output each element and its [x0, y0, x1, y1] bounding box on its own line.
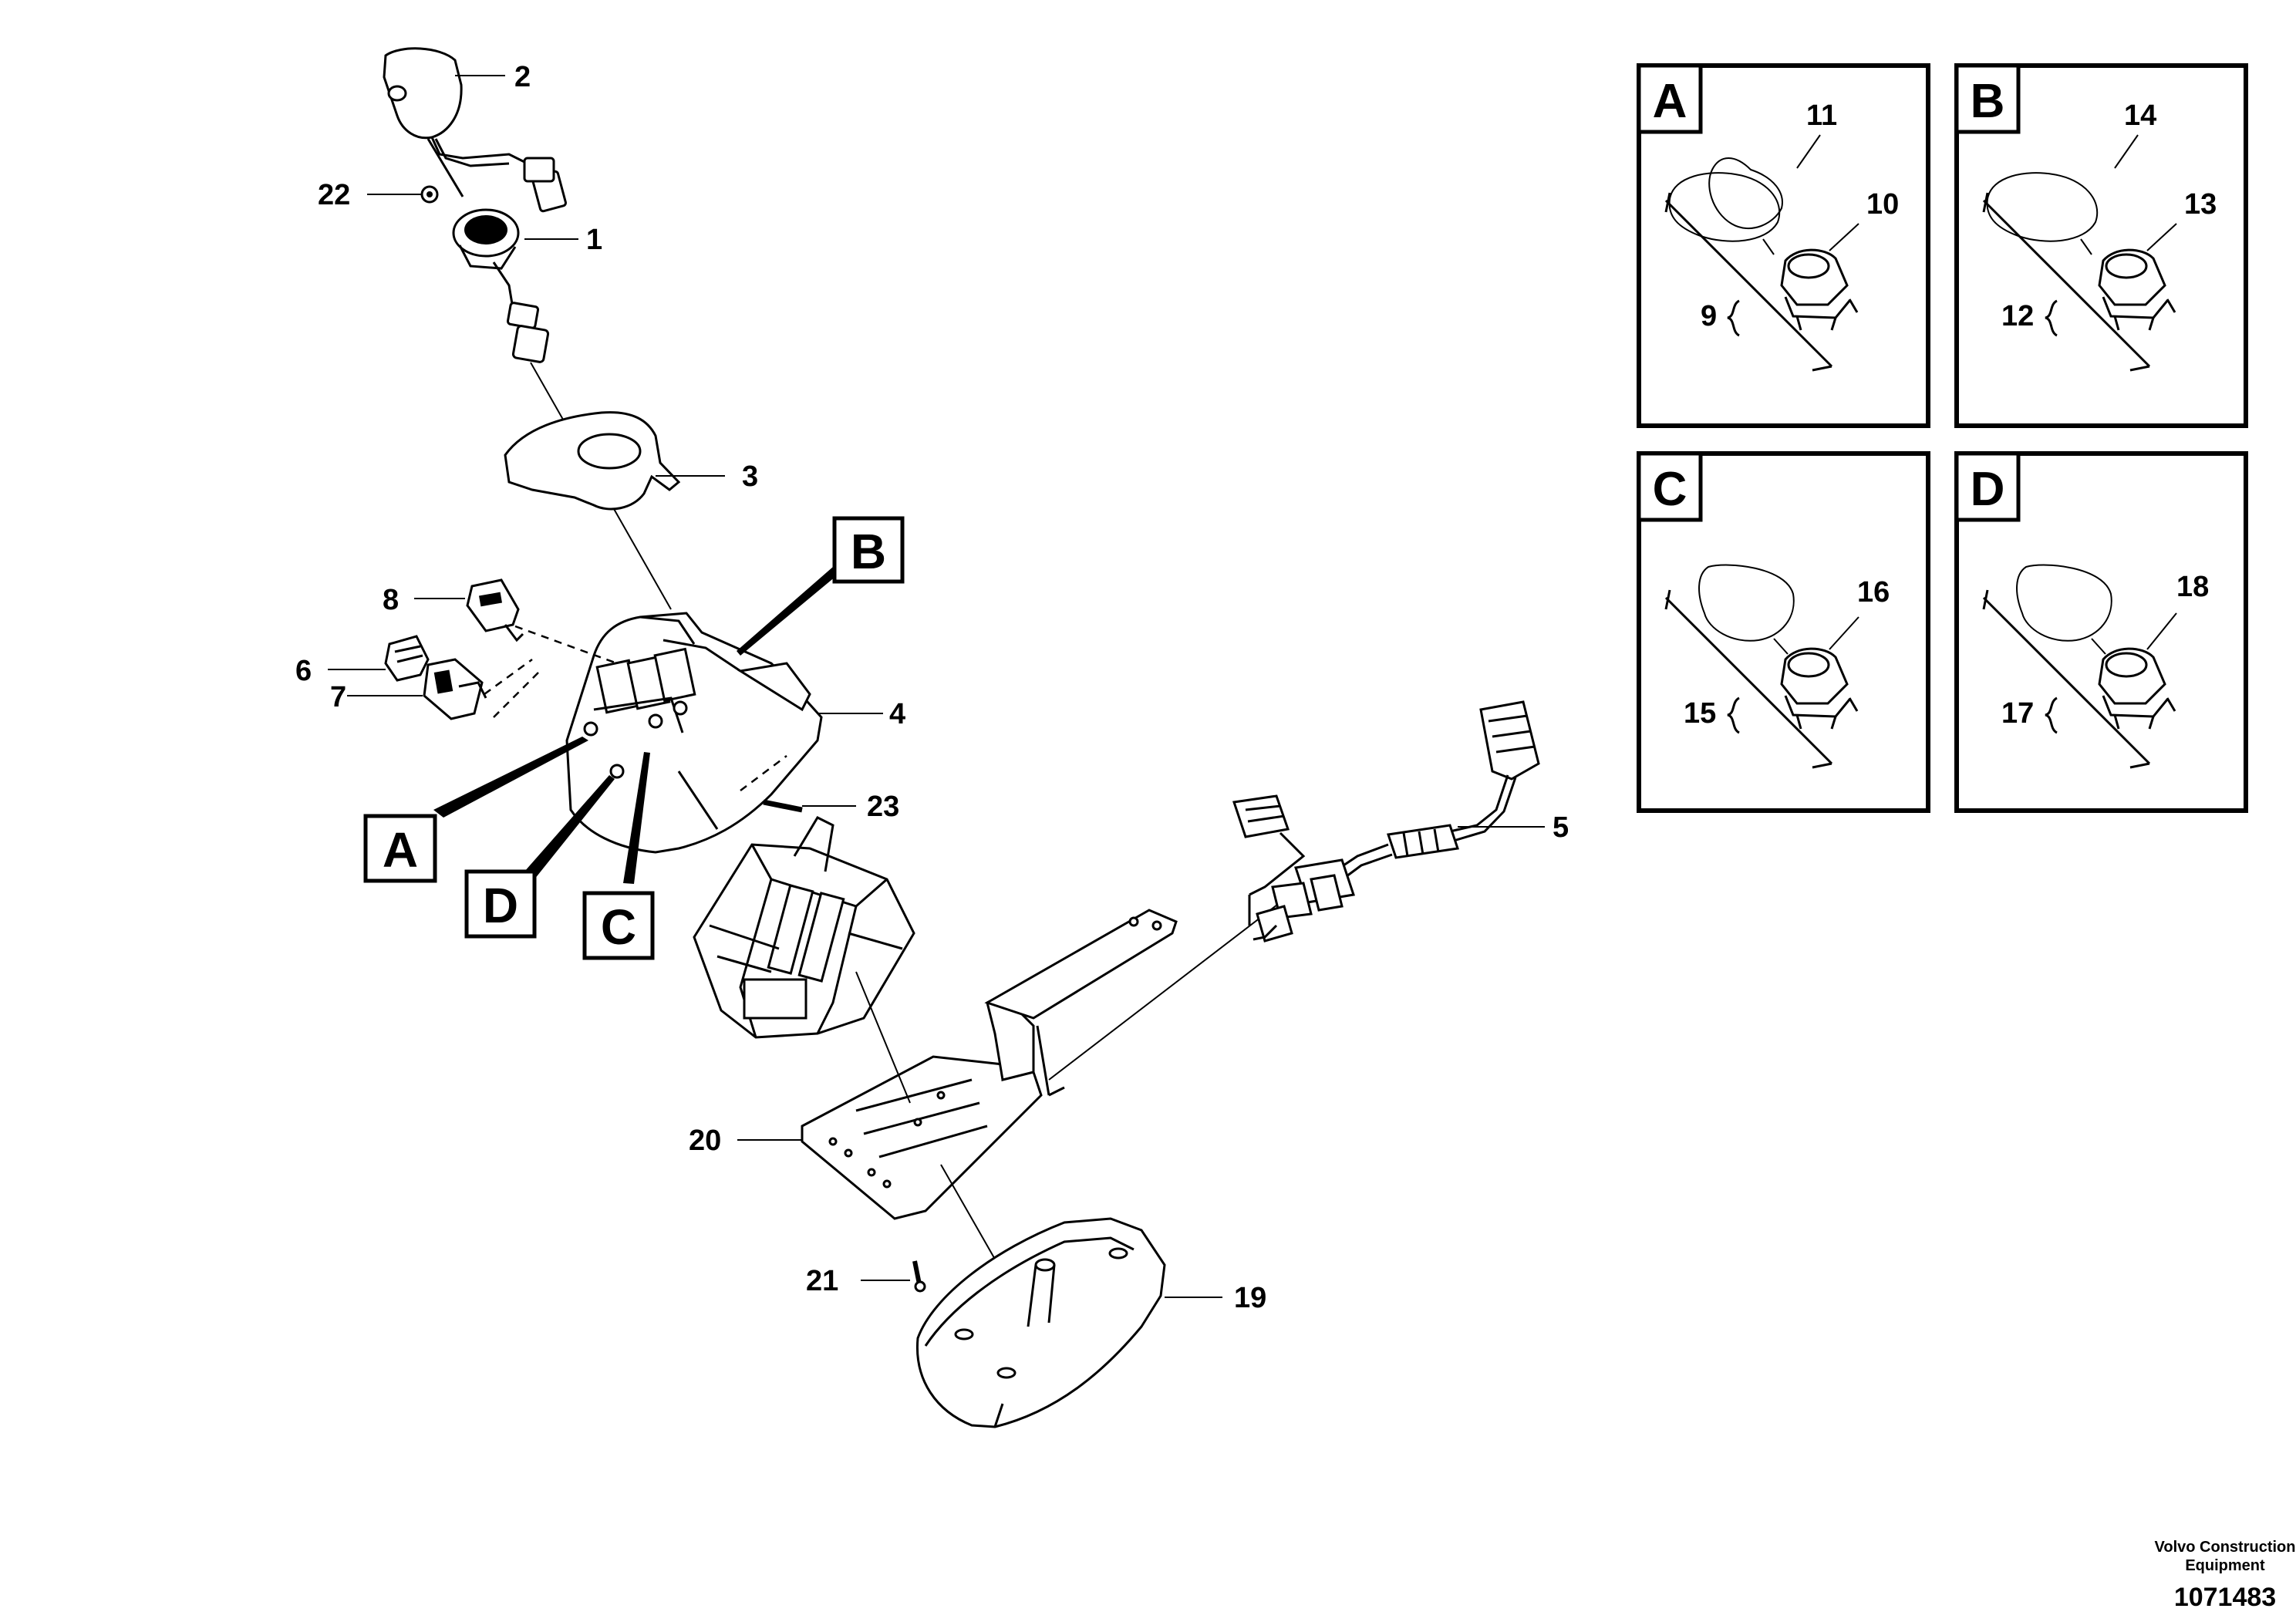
- inset-a-callout-switch: 10: [1866, 188, 1899, 221]
- inset-d-callout-panel: 17: [2001, 697, 2034, 730]
- inset-a-callout-knob: 11: [1806, 99, 1837, 132]
- detail-marker-b: B: [832, 516, 905, 584]
- part-8-rocker-switch: [466, 578, 524, 642]
- callout-5: 5: [1553, 811, 1569, 844]
- callout-2: 2: [514, 61, 531, 93]
- detail-marker-a: A: [363, 814, 437, 883]
- control-valve-block: [693, 816, 915, 1039]
- inset-b: B 14 13 12: [1954, 63, 2248, 428]
- detail-marker-d: D: [464, 869, 537, 939]
- callout-22: 22: [318, 179, 350, 211]
- callout-3: 3: [742, 460, 758, 493]
- inset-b-callout-knob: 14: [2124, 99, 2156, 132]
- callout-20: 20: [689, 1125, 721, 1157]
- part-20-bracket: [801, 909, 1178, 1220]
- detail-marker-d-label: D: [483, 878, 518, 933]
- callout-7: 7: [330, 681, 346, 713]
- callout-1: 1: [586, 224, 602, 256]
- inset-d-callout-switch: 18: [2176, 571, 2209, 603]
- inset-a-letter: A: [1653, 75, 1687, 128]
- callout-19: 19: [1234, 1282, 1266, 1314]
- part-2-joystick-grip: [383, 47, 567, 213]
- company-line-2: Equipment: [2185, 1557, 2265, 1574]
- part-22-screw: [420, 185, 439, 204]
- callout-21: 21: [806, 1265, 838, 1297]
- company-line-1: Volvo Construction: [2155, 1539, 2296, 1556]
- detail-marker-c: C: [582, 891, 655, 960]
- inset-c-callout-switch: 16: [1857, 576, 1890, 609]
- part-5-wiring-harness: [1232, 700, 1540, 943]
- part-19-bottom-cover: [915, 1217, 1166, 1428]
- detail-marker-leaders: [433, 567, 841, 884]
- inset-c-letter: C: [1653, 463, 1687, 516]
- callouts: 2 22 1 3 8 6 7 4 23 5 20 21 19: [295, 61, 1569, 1314]
- part-21-screw: [912, 1260, 926, 1293]
- inset-d: D 18 17: [1954, 451, 2248, 813]
- part-6-switch-cap: [384, 635, 430, 682]
- inset-a: A 11 10 9: [1637, 63, 1930, 428]
- drawing-number: 1071483: [2174, 1583, 2276, 1612]
- part-23-pin: [763, 799, 803, 813]
- inset-b-callout-panel: 12: [2001, 300, 2034, 332]
- part-7-switch-body: [423, 658, 487, 720]
- callout-4: 4: [889, 698, 905, 730]
- part-4-console-housing: [565, 612, 823, 854]
- inset-b-callout-switch: 13: [2184, 188, 2217, 221]
- part-1-switch-base: [452, 208, 550, 363]
- callout-8: 8: [383, 584, 399, 616]
- part-3-cover-plate: [504, 411, 681, 511]
- callout-23: 23: [867, 791, 899, 823]
- detail-marker-a-label: A: [383, 822, 418, 878]
- inset-c: C 16 15: [1637, 451, 1930, 813]
- callout-6: 6: [295, 655, 312, 687]
- detail-marker-c-label: C: [601, 899, 636, 955]
- leader-lines: [328, 75, 1545, 1298]
- inset-b-letter: B: [1971, 75, 2005, 128]
- inset-a-callout-panel: 9: [1701, 300, 1717, 332]
- footer: Volvo Construction Equipment 1071483: [2155, 1539, 2296, 1612]
- detail-marker-b-label: B: [851, 524, 886, 579]
- inset-c-callout-panel: 15: [1684, 697, 1716, 730]
- inset-d-letter: D: [1971, 463, 2005, 516]
